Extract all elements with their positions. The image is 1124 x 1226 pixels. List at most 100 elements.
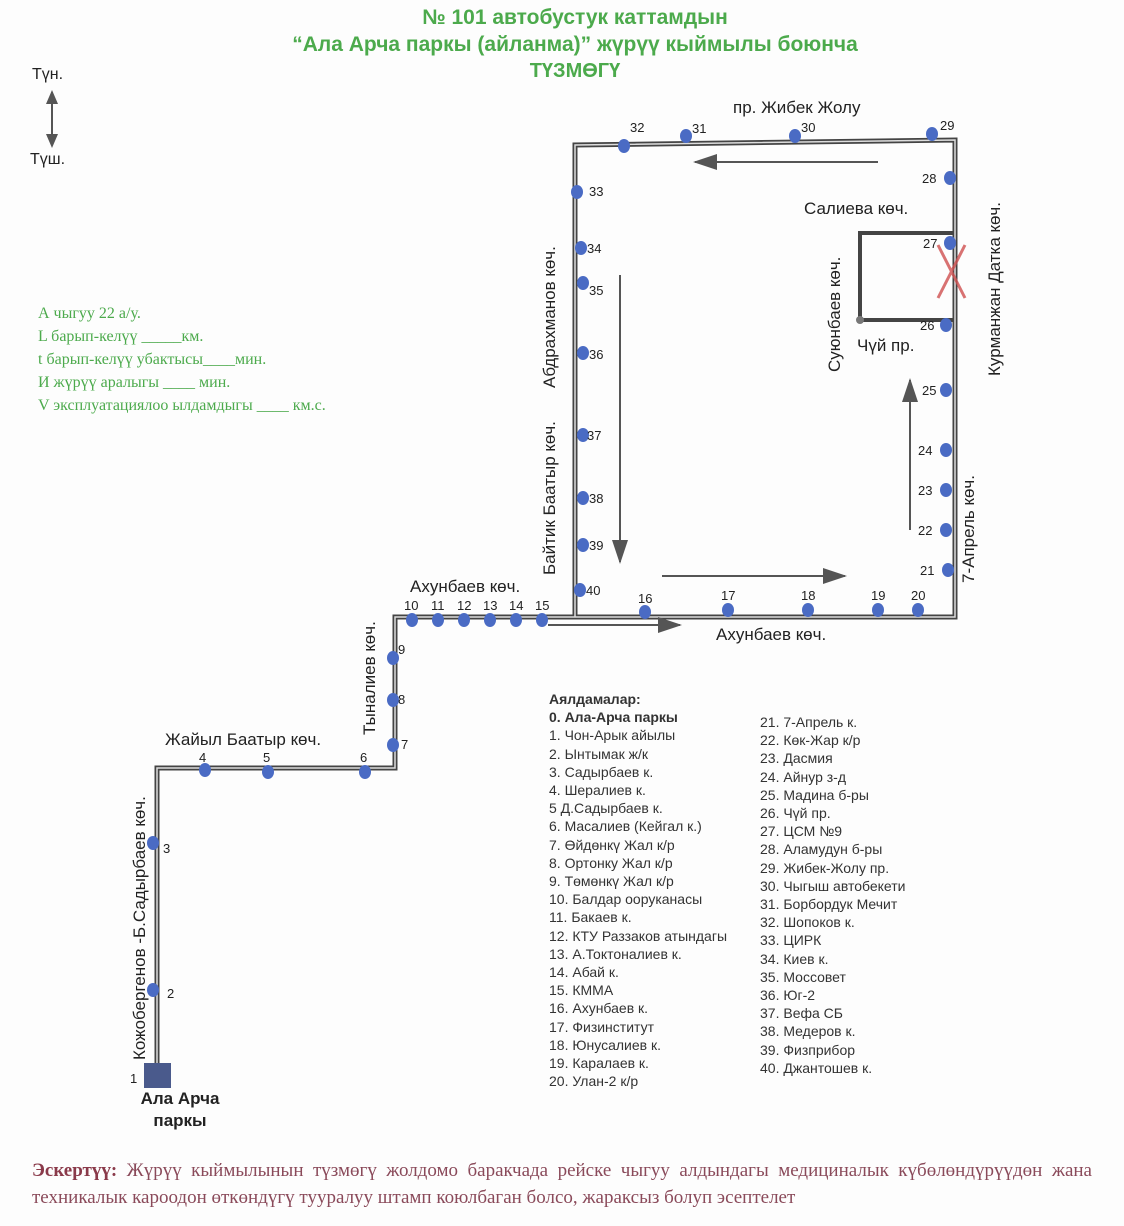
stop-list-item: 2. Ынтымак ж/к [549, 745, 648, 762]
stop-number-label: 28 [922, 171, 936, 186]
stop-number-label: 38 [589, 491, 603, 506]
stop-number-label: 5 [263, 750, 270, 765]
stop-marker [387, 651, 399, 665]
street-chui: Чүй пр. [857, 336, 915, 355]
stop-number-label: 37 [587, 428, 601, 443]
stop-number-label: 3 [163, 841, 170, 856]
stop-number-label: 33 [589, 184, 603, 199]
stop-list-item: 37. Вефа СБ [760, 1005, 843, 1022]
info-line: t барып-келүү убактысы____мин. [38, 351, 267, 368]
stop-number-label: 29 [940, 118, 954, 133]
stop-number-label: 25 [922, 383, 936, 398]
stop-marker [722, 603, 734, 617]
stop-marker [387, 693, 399, 707]
stop-marker [789, 129, 801, 143]
stop-marker [926, 127, 938, 141]
stop-marker [942, 563, 954, 577]
stop-number-label: 35 [589, 283, 603, 298]
junction-dot [856, 316, 864, 324]
stop-list-item: 20. Улан-2 к/р [549, 1073, 639, 1090]
stop-number-label: 6 [360, 750, 367, 765]
route-info: А чыгуу 22 а/у. L барып-келүү _____км. t… [38, 302, 326, 417]
stop-marker [940, 383, 952, 397]
stop-list-item: 18. Юнусалиев к. [549, 1036, 661, 1053]
stop-list-item: 25. Мадина б-ры [760, 786, 869, 803]
title-line-2: “Ала Арча паркы (айланма)” жүрүү кыймылы… [292, 33, 858, 56]
stop-list-item: 36. Юг-2 [760, 987, 816, 1004]
stop-marker [199, 763, 211, 777]
stop-list-item: 17. Физинститут [549, 1018, 654, 1035]
stop-marker [359, 765, 371, 779]
stop-list-item: 35. Моссовет [760, 968, 846, 985]
stop-number-label: 2 [167, 986, 174, 1001]
stop-list-item: 38. Медеров к. [760, 1023, 856, 1040]
stop-number-label: 19 [871, 588, 885, 603]
street-zhaiyl-baatyr: Жайыл Баатыр көч. [165, 730, 322, 749]
stop-list-item: 3. Садырбаев к. [549, 763, 654, 780]
stop-marker [387, 738, 399, 752]
street-suyunbaev: Суюнбаев көч. [825, 256, 844, 372]
stop-number-label: 20 [911, 588, 925, 603]
stop-marker [458, 613, 470, 627]
stop-list-item: 9. Төмөнкү Жал к/р [549, 873, 674, 890]
stop-list-item: 22. Көк-Жар к/р [760, 732, 861, 749]
stop-number-label: 7 [401, 737, 408, 752]
street-7-april: 7-Апрель көч. [959, 475, 978, 583]
stop-number-label: 1 [130, 1071, 137, 1086]
stop-number-label: 32 [630, 120, 644, 135]
title-line-1: № 101 автобустук каттамдын [422, 6, 728, 29]
stop-marker [577, 538, 589, 552]
stop-list-item: 26. Чүй пр. [760, 805, 831, 822]
stop-number-label: 40 [586, 583, 600, 598]
stop-number-label: 15 [535, 598, 549, 613]
stop-list-item: 14. Абай к. [549, 964, 619, 981]
stop-marker [577, 276, 589, 290]
stop-number-label: 11 [431, 598, 445, 613]
stop-marker [639, 605, 651, 619]
stop-marker [484, 613, 496, 627]
street-abdrakhmanov: Абдрахманов көч. [540, 246, 559, 388]
stop-number-label: 30 [801, 120, 815, 135]
stops-header: Аялдамалар: [549, 691, 641, 707]
stop-marker [577, 346, 589, 360]
stop-list-item: 30. Чыгыш автобекети [760, 877, 906, 894]
stop-marker [944, 236, 956, 250]
stop-list-item: 12. КТУ Раззаков атындагы [549, 927, 728, 944]
stop-number-label: 34 [587, 241, 601, 256]
terminal-label: Ала Арча паркы [140, 1089, 220, 1130]
info-line: L барып-келүү _____км. [38, 328, 204, 345]
stop-marker [432, 613, 444, 627]
stop-list-item: 16. Ахунбаев к. [549, 1000, 649, 1017]
terminal-square [144, 1063, 171, 1088]
stop-number-label: 9 [398, 642, 405, 657]
stop-list-item: 39. Физприбор [760, 1041, 856, 1058]
stop-marker [575, 241, 587, 255]
stop-list-item: 4. Шералиев к. [549, 782, 646, 799]
stop-list-item: 6. Масалиев (Кейгал к.) [549, 818, 702, 835]
stop-list-item: 24. Айнур з-д [760, 768, 847, 785]
closed-stop-marker [936, 244, 967, 299]
info-line: V эксплуатациялоо ылдамдыгы ____ км.с. [38, 397, 326, 414]
stop-marker [802, 603, 814, 617]
stop-marker [618, 139, 630, 153]
stop-list-item: 15. КММА [549, 982, 614, 999]
direction-arrows [548, 154, 918, 633]
stop-marker [940, 483, 952, 497]
title-line-3: ТҮЗМӨГҮ [529, 60, 621, 82]
stop-list-item: 21. 7-Апрель к. [760, 714, 858, 730]
street-tynaliev: Тыналиев көч. [360, 621, 379, 735]
stop-list-item: 28. Аламудун б-ры [760, 841, 883, 858]
stop-marker [510, 613, 522, 627]
stop-marker [944, 171, 956, 185]
stop-marker [262, 765, 274, 779]
note-label: Эскертүү: [32, 1160, 118, 1181]
stop-list-item: 11. Бакаев к. [549, 909, 632, 926]
stop-marker [872, 603, 884, 617]
stop-marker [912, 603, 924, 617]
info-line: А чыгуу 22 а/у. [38, 305, 141, 322]
stop-number-label: 31 [692, 121, 706, 136]
stop-list-item: 29. Жибек-Жолу пр. [760, 859, 890, 876]
stop-list-item: 34. Киев к. [760, 950, 829, 967]
